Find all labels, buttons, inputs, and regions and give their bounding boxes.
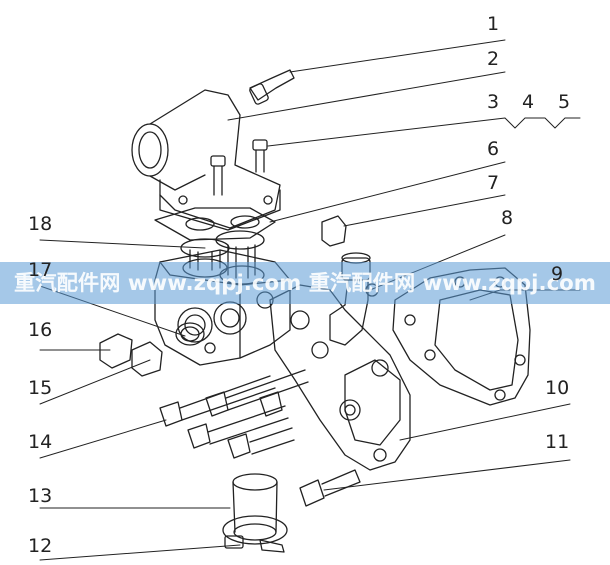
hose-clamp-part: [222, 515, 288, 553]
housing-body-part: [269, 284, 411, 471]
callout-10: 10: [545, 377, 569, 399]
callout-15: 15: [28, 377, 52, 399]
leader-lines: [39, 39, 581, 561]
cover-bolt-part: [210, 139, 268, 196]
callout-13: 13: [28, 485, 52, 507]
callout-18: 18: [28, 213, 52, 235]
callout-5: 5: [558, 91, 570, 113]
callout-1: 1: [487, 13, 499, 35]
callout-3: 3: [487, 91, 499, 113]
callout-14: 14: [28, 431, 52, 453]
bolt-group-part: [159, 369, 309, 459]
plug-left-part: [99, 333, 163, 377]
callout-16: 16: [28, 319, 52, 341]
watermark-text: 重汽配件网 www.zqpj.com 重汽配件网 www.zqpj.com: [14, 271, 596, 295]
elbow-cover-part: [131, 89, 281, 231]
o-ring-part: [175, 322, 205, 346]
plug-part: [321, 215, 347, 247]
vent-plug-part: [249, 69, 295, 105]
callout-9: 9: [551, 263, 563, 285]
callout-labels: 1 2 3 4 5 6 7 8 9 10 11 12 13 14 15 16 1…: [28, 13, 570, 557]
callout-12: 12: [28, 535, 52, 557]
watermark: 重汽配件网 www.zqpj.com 重汽配件网 www.zqpj.com: [0, 262, 610, 304]
watermark-band: [0, 262, 610, 304]
callout-17: 17: [28, 259, 52, 281]
callout-8: 8: [501, 207, 513, 229]
callout-7: 7: [487, 172, 499, 194]
cover-gasket-part: [154, 207, 276, 241]
bolt-part: [299, 469, 361, 507]
callout-6: 6: [487, 138, 499, 160]
callout-2: 2: [487, 48, 499, 70]
hose-part: [232, 473, 278, 541]
callout-11: 11: [545, 431, 569, 453]
callout-4: 4: [522, 91, 534, 113]
